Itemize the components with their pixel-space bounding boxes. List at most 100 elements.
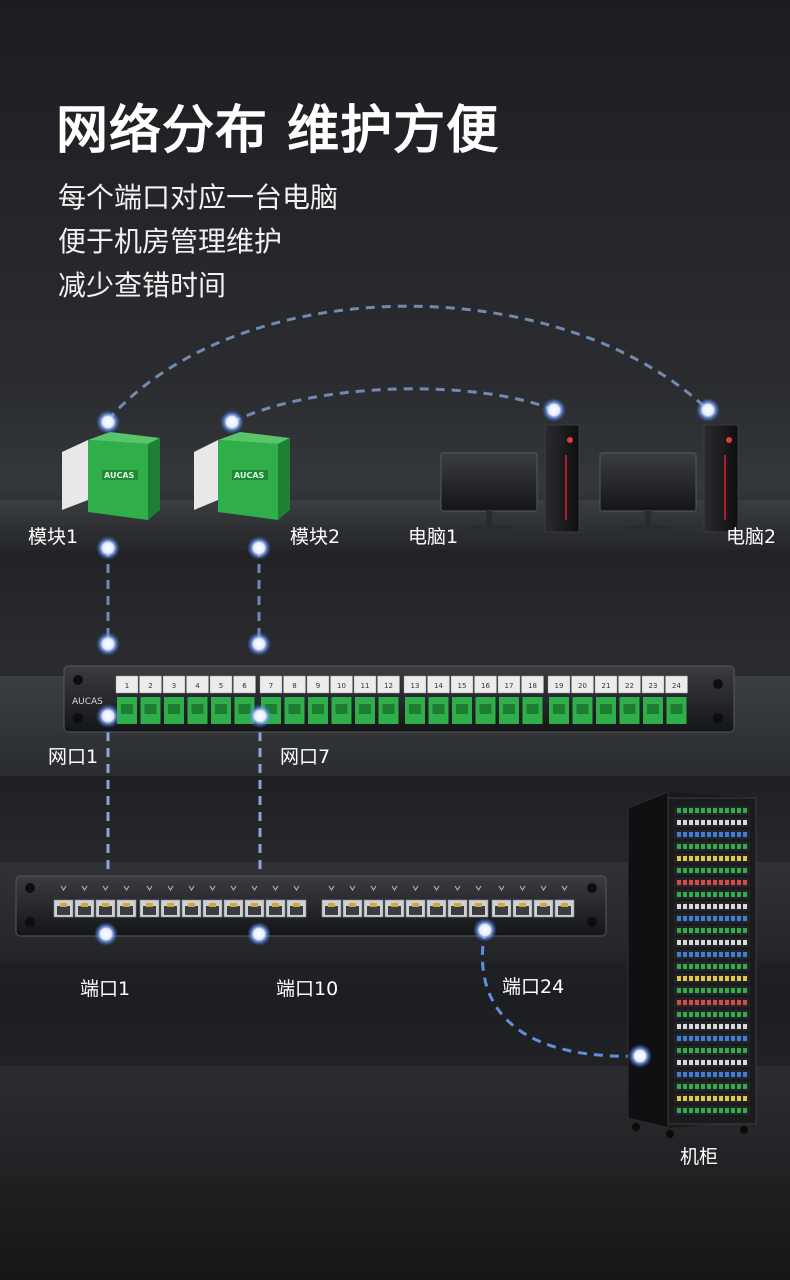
panel-slot-number: 19	[555, 682, 564, 690]
rj45-port-22	[512, 885, 533, 918]
panel-slot-1: 1	[115, 675, 139, 724]
cabinet-row-17	[674, 998, 750, 1007]
rj45-port-6	[160, 885, 181, 918]
rj45-port-1	[53, 885, 74, 918]
link-module1-pc2	[106, 304, 710, 421]
cabinet-row-9	[674, 902, 750, 911]
rj45-port-15	[363, 885, 384, 918]
panel-slot-number: 8	[292, 682, 296, 690]
cabinet-row-12	[674, 938, 750, 947]
cabinet-row-16	[674, 986, 750, 995]
pc-1	[440, 424, 580, 533]
panel-slot-number: 24	[672, 682, 681, 690]
cabinet-row-1	[674, 806, 750, 815]
panel-slot-number: 5	[219, 682, 223, 690]
label-port24: 端口24	[502, 976, 565, 998]
panel-slot-number: 17	[505, 682, 514, 690]
panel-brand: AUCAS	[72, 697, 103, 707]
cabinet-row-6	[674, 866, 750, 875]
panel-slot-number: 20	[578, 682, 587, 690]
label-port10: 端口10	[276, 978, 339, 1000]
rj45-port-17	[405, 885, 426, 918]
rj45-port-10	[244, 885, 265, 918]
panel-slot-8: 8	[283, 675, 306, 724]
panel-slot-number: 16	[481, 682, 490, 690]
panel-slot-13: 13	[403, 675, 427, 724]
rj45-patch-panel	[15, 875, 607, 937]
panel-slot-number: 18	[528, 682, 537, 690]
panel-slot-number: 22	[625, 682, 634, 690]
rj45-port-18	[426, 885, 447, 918]
panel-slot-24: 24	[665, 675, 688, 724]
cabinet-row-15	[674, 974, 750, 983]
panel-slot-4: 4	[186, 675, 209, 724]
panel-slot-number: 21	[602, 682, 611, 690]
glow-nodes	[94, 398, 720, 1068]
rj45-port-11	[265, 885, 286, 918]
cabinet-row-11	[674, 926, 750, 935]
rj45-port-7	[181, 885, 202, 918]
rj45-port-8	[202, 885, 223, 918]
label-port1: 端口1	[80, 978, 131, 1000]
panel-slot-number: 6	[242, 682, 247, 690]
rj45-port-12	[286, 885, 307, 918]
panel-slot-number: 10	[337, 682, 346, 690]
bullet-3: 减少查错时间	[58, 269, 227, 302]
link-module2-pc1	[231, 387, 555, 424]
rj45-port-5	[139, 885, 160, 918]
rj45-port-21	[491, 885, 512, 918]
panel-slot-9: 9	[306, 675, 330, 724]
label-module2: 模块2	[290, 526, 341, 548]
bullet-2: 便于机房管理维护	[58, 225, 283, 258]
panel-slot-21: 21	[594, 675, 618, 724]
panel-slot-15: 15	[450, 675, 474, 724]
rj45-port-2	[74, 885, 95, 918]
panel-slot-22: 22	[618, 675, 641, 724]
cabinet-row-18	[674, 1010, 750, 1019]
panel-slot-14: 14	[427, 675, 450, 724]
pc-2	[599, 424, 739, 533]
rj45-port-20	[468, 885, 489, 918]
panel-slot-11: 11	[353, 675, 377, 724]
panel-slot-number: 15	[458, 682, 467, 690]
label-pc1: 电脑1	[408, 526, 459, 548]
cabinet-row-3	[674, 830, 750, 839]
cabinet-row-24	[674, 1082, 750, 1091]
panel-slot-number: 7	[269, 682, 273, 690]
panel-slot-23: 23	[641, 675, 665, 724]
rj45-port-14	[342, 885, 363, 918]
rj45-port-19	[447, 885, 468, 918]
panel-slot-2: 2	[139, 675, 162, 724]
keystone-brand-2: AUCAS	[234, 471, 265, 480]
cabinet-row-21	[674, 1046, 750, 1055]
rj45-port-13	[321, 885, 342, 918]
keystone-module-1: AUCAS	[62, 432, 160, 520]
panel-slot-3: 3	[162, 675, 186, 724]
label-net-port1: 网口1	[48, 746, 99, 768]
label-pc2: 电脑2	[726, 526, 777, 548]
panel-slot-number: 12	[384, 682, 393, 690]
panel-slot-10: 10	[330, 675, 353, 724]
panel-slot-19: 19	[547, 675, 571, 724]
cabinet-row-14	[674, 962, 750, 971]
rj45-port-23	[533, 885, 554, 918]
panel-slot-number: 23	[649, 682, 658, 690]
cabinet-row-19	[674, 1022, 750, 1031]
panel-slot-number: 13	[411, 682, 420, 690]
server-cabinet	[627, 791, 757, 1138]
cabinet-row-26	[674, 1106, 750, 1115]
panel-slot-12: 12	[377, 675, 400, 724]
rj45-port-4	[116, 885, 137, 918]
label-cabinet: 机柜	[680, 1146, 719, 1168]
keystone-brand-1: AUCAS	[104, 471, 135, 480]
panel-slot-number: 2	[148, 682, 152, 690]
cabinet-row-4	[674, 842, 750, 851]
panel-slot-number: 1	[125, 682, 129, 690]
panel-slot-number: 3	[172, 682, 176, 690]
rj45-ports	[53, 885, 575, 918]
panel-slot-5: 5	[209, 675, 233, 724]
label-module1: 模块1	[28, 526, 79, 548]
panel-slot-16: 16	[474, 675, 497, 724]
